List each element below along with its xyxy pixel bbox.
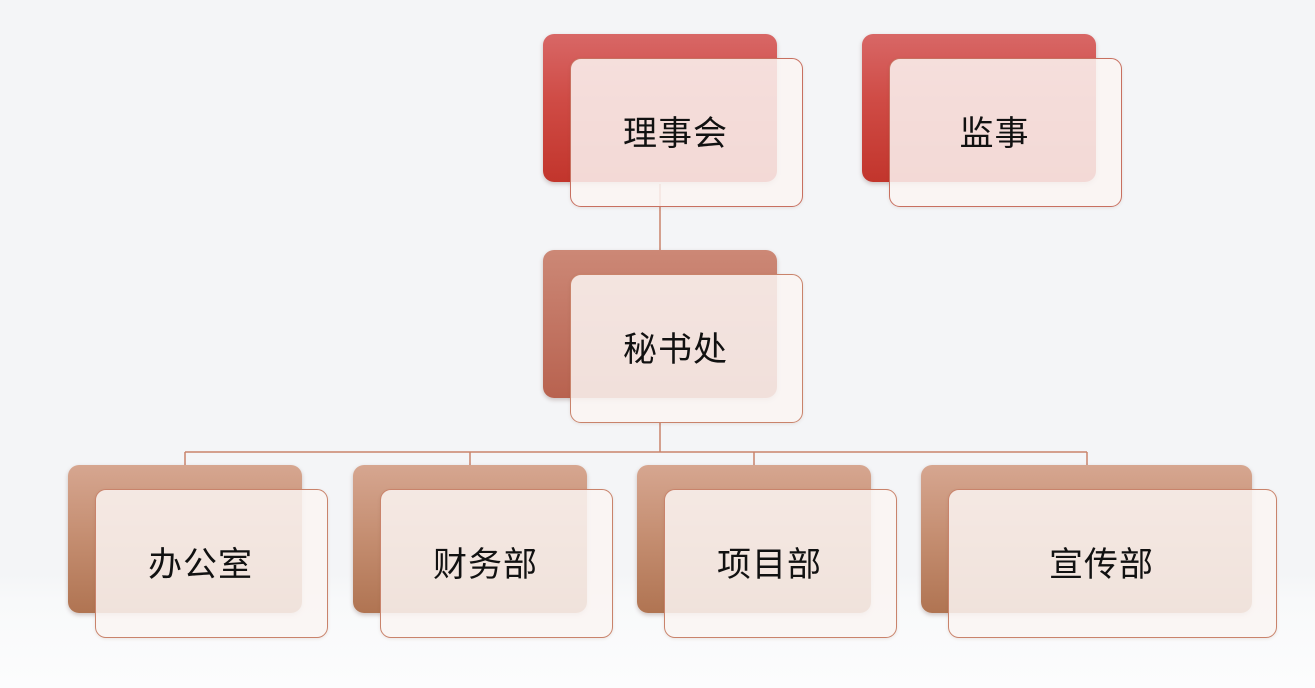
node-secretariat-card: 秘书处 xyxy=(570,274,803,423)
node-council-label: 理事会 xyxy=(623,114,728,154)
node-secretariat: 秘书处 xyxy=(543,250,803,423)
node-council: 理事会 xyxy=(543,34,803,207)
node-finance-card: 财务部 xyxy=(380,489,613,638)
node-office-label: 办公室 xyxy=(148,545,253,585)
node-supervisor-label: 监事 xyxy=(959,114,1030,154)
node-supervisor-card: 监事 xyxy=(889,58,1122,207)
node-project-label: 项目部 xyxy=(717,545,822,585)
node-publicity: 宣传部 xyxy=(921,465,1278,638)
node-finance: 财务部 xyxy=(353,465,613,638)
node-project: 项目部 xyxy=(637,465,897,638)
node-council-card: 理事会 xyxy=(570,58,803,207)
node-publicity-label: 宣传部 xyxy=(1049,545,1154,585)
node-project-card: 项目部 xyxy=(664,489,897,638)
node-office: 办公室 xyxy=(68,465,328,638)
node-publicity-card: 宣传部 xyxy=(948,489,1277,638)
node-finance-label: 财务部 xyxy=(433,545,538,585)
node-secretariat-label: 秘书处 xyxy=(623,330,728,370)
node-supervisor: 监事 xyxy=(862,34,1122,207)
node-office-card: 办公室 xyxy=(95,489,328,638)
